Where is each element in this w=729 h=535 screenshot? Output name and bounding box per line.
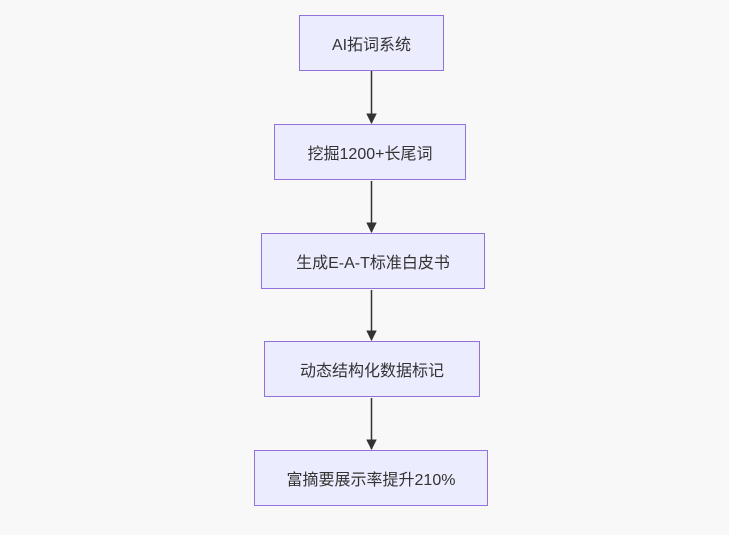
flow-node-dynamic-structured-data-markup: 动态结构化数据标记 (264, 341, 480, 397)
flow-node-ai-word-expansion-system: AI拓词系统 (299, 15, 444, 71)
flow-node-eat-whitepaper-generation: 生成E-A-T标准白皮书 (261, 233, 485, 289)
flow-node-longtail-keyword-mining: 挖掘1200+长尾词 (274, 124, 466, 180)
flow-node-rich-snippet-rate-increase: 富摘要展示率提升210% (254, 450, 488, 506)
